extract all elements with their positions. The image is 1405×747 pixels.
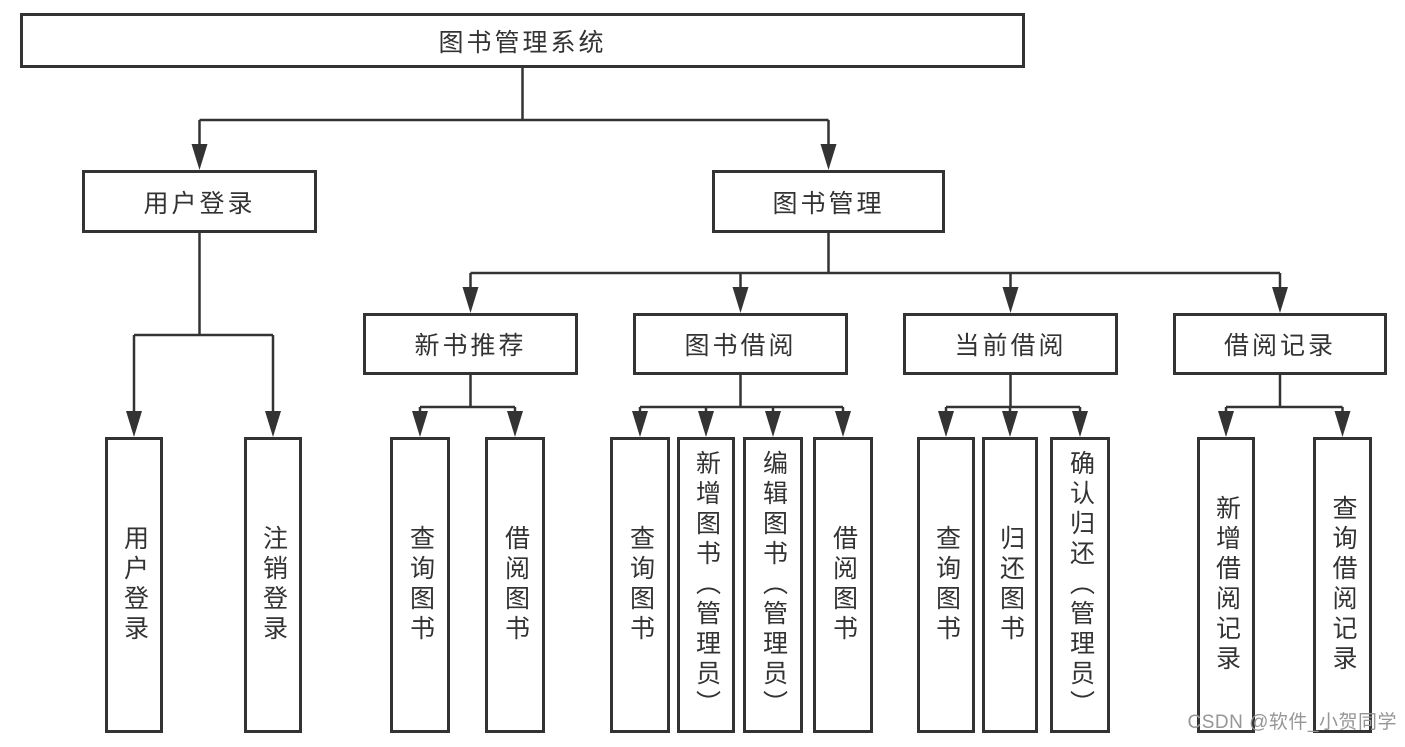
leaf-query-borrow-record: 查询借阅记录	[1313, 437, 1372, 733]
node-new-book-recommend: 新书推荐	[363, 313, 578, 375]
leaf-add-borrow-record: 新增借阅记录	[1197, 437, 1255, 733]
node-book-management: 图书管理	[712, 170, 945, 233]
node-borrow-records: 借阅记录	[1173, 313, 1387, 375]
node-current-borrow: 当前借阅	[903, 313, 1118, 375]
leaf-query-book-1: 查询图书	[390, 437, 450, 733]
leaf-user-login: 用户登录	[105, 437, 163, 733]
leaf-logout: 注销登录	[244, 437, 302, 733]
csdn-watermark: CSDN @软件_小贺同学	[1187, 712, 1397, 733]
leaf-query-book-2: 查询图书	[610, 437, 670, 733]
node-user-login: 用户登录	[82, 170, 317, 233]
leaf-query-book-3: 查询图书	[917, 437, 975, 733]
leaf-return-book: 归还图书	[982, 437, 1038, 733]
leaf-confirm-return-admin: 确认归还（管理员）	[1050, 437, 1110, 733]
leaf-add-book-admin: 新增图书（管理员）	[677, 437, 735, 733]
node-book-borrow: 图书借阅	[633, 313, 848, 375]
leaf-borrow-book-1: 借阅图书	[485, 437, 545, 733]
leaf-edit-book-admin: 编辑图书（管理员）	[743, 437, 803, 733]
node-root-library-system: 图书管理系统	[20, 13, 1025, 68]
leaf-borrow-book-2: 借阅图书	[813, 437, 873, 733]
